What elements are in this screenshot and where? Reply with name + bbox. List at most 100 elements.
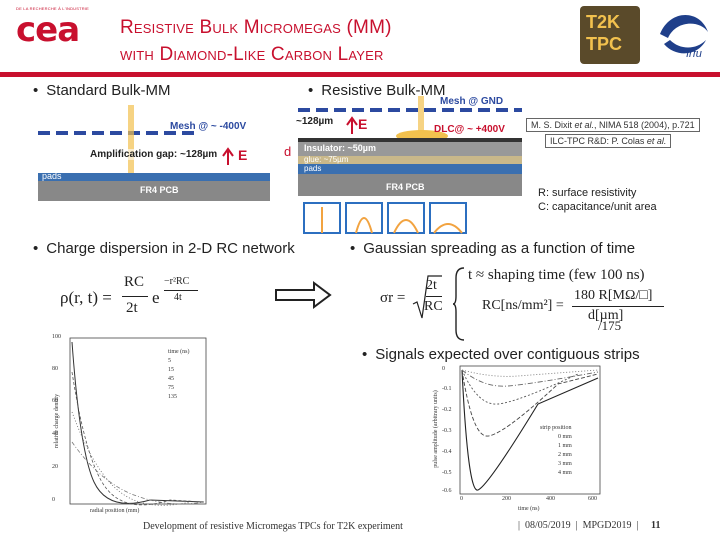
sigma-num: 2t [426, 278, 437, 293]
ref1-suffix: , NIMA 518 (2004), p.721 [594, 120, 695, 130]
footer-date: 08/05/2019 [525, 520, 571, 531]
irfu-swirl-icon [660, 14, 708, 54]
res-glue-label: glue: ~75µm [304, 155, 349, 164]
footer-conference: MPGD2019 [582, 520, 632, 531]
footer-meta: | 08/05/2019 | MPGD2019 | 11 [518, 520, 660, 531]
res-gap-label: ~128µm [296, 116, 334, 127]
plot2-xtick: 600 [588, 496, 597, 502]
eq-num: RC [124, 274, 145, 290]
eq-lhs: ρ(r, t) = [60, 288, 112, 307]
pulse-amplitude-svg [459, 365, 601, 495]
res-mesh-label: Mesh @ GND [440, 96, 504, 107]
res-dlc-label: DLC@ ~ +400V [434, 124, 505, 135]
bullet-resistive-bulk-mm: Resistive Bulk-MM [308, 82, 445, 99]
plot2-ylabel: pulse amplitude (arbitrary units) [433, 390, 439, 468]
plot2-ytick: -0.2 [442, 407, 452, 413]
res-pcb-label: FR4 PCB [386, 182, 425, 192]
implies-arrow-icon [274, 280, 332, 310]
plot2-xtick: 0 [460, 496, 463, 502]
plot1-ytick: 100 [52, 334, 61, 340]
plot1-xlabel: radial position (mm) [90, 508, 140, 514]
res-d-label: d [284, 144, 292, 159]
rc-tail: /175 [598, 318, 622, 333]
std-mesh-label: Mesh @ ~ -400V [170, 121, 247, 132]
footer-sep: | [518, 520, 526, 531]
res-field-label: E [358, 116, 368, 132]
plot1-ytick: 40 [52, 431, 58, 437]
resistive-bulkmm-svg [298, 96, 522, 196]
plot1-legend-item: 135 [168, 394, 177, 400]
resistive-bulkmm-diagram: Mesh @ GND ~128µm E DLC@ ~ +400V d Insul… [284, 96, 530, 200]
charge-dispersion-equation: ρ(r, t) = RC 2t e −r²RC 4t [60, 270, 260, 326]
implies-arrow-svg [275, 281, 332, 309]
standard-bulkmm-diagram: Mesh @ ~ -400V Amplification gap: ~128µm… [30, 105, 280, 205]
title-line-1: Resistive Bulk Micromegas (MM) [120, 17, 392, 38]
page-title: Resistive Bulk Micromegas (MM) with Diam… [120, 14, 392, 68]
reference-dixit: M. S. Dixit et al., NIMA 518 (2004), p.7… [526, 118, 700, 132]
rc-bar [572, 306, 664, 307]
pulse-spreading-svg [303, 202, 467, 234]
ref1-prefix: M. S. Dixit [531, 120, 575, 130]
std-field-label: E [238, 147, 248, 163]
footer-sep: | [631, 520, 652, 531]
rc-equation: RC[ns/mm²] = 180 R[MΩ/□] d[µm] /175 [482, 288, 682, 338]
ref2-prefix: ILC-TPC R&D: P. Colas [550, 136, 647, 146]
shaping-time-line: t ≈ shaping time (few 100 ns) [468, 267, 645, 283]
ref2-italic: et al. [646, 136, 667, 146]
plot1-yticks: 100 80 60 40 20 0 [52, 334, 70, 506]
sigma-lhs: σr = [380, 290, 406, 306]
footer-page-number: 11 [651, 520, 661, 531]
plot2-legend: strip position 0 mm 1 mm 2 mm 3 mm 4 mm [540, 424, 572, 478]
bullet-standard-bulk-mm: Standard Bulk-MM [33, 82, 170, 99]
bullet-signals-expected: Signals expected over contiguous strips [362, 346, 639, 363]
reference-colas: ILC-TPC R&D: P. Colas et al. [545, 134, 672, 148]
pulse-spreading-illustration [302, 201, 472, 235]
plot1-legend-item: 5 [168, 358, 171, 364]
plot1-ylabel: relative charge density [54, 393, 60, 449]
footer-title: Development of resistive Micromegas TPCs… [143, 521, 403, 532]
t2k-logo-text: T2K [586, 12, 621, 32]
std-pcb-label: FR4 PCB [140, 185, 179, 195]
plot1-legend-item: 45 [168, 376, 174, 382]
sqrt-sign-svg [412, 275, 442, 319]
eq-e: e [152, 288, 160, 307]
std-pads-label: pads [42, 171, 62, 181]
plot2-legend-title: strip position [540, 425, 572, 431]
res-insulator-label: Insulator: ~50µm [304, 143, 376, 153]
sigma-sqrt-icon [412, 274, 442, 322]
rc-lhs: RC[ns/mm²] = [482, 298, 564, 313]
bullet-charge-dispersion: Charge dispersion in 2-D RC network [33, 240, 294, 257]
eq-exp-bar [164, 290, 198, 291]
cea-logo-tagline: DE LA RECHERCHE À L'INDUSTRIE [16, 6, 90, 11]
plot2-legend-item: 4 mm [558, 470, 572, 476]
eq-exp-den: 4t [174, 292, 182, 303]
plot2-legend-item: 0 mm [558, 434, 572, 440]
plot1-ytick: 0 [52, 497, 55, 503]
plot1-ytick: 80 [52, 366, 58, 372]
charge-density-plot: 100 80 60 40 20 0 relative charge densit… [50, 332, 210, 518]
brace-icon [452, 266, 466, 342]
note-capacitance: C: capacitance/unit area [538, 201, 657, 213]
res-pads-label: pads [304, 164, 322, 173]
tpc-logo-text: TPC [586, 34, 622, 54]
note-surface-resistivity: R: surface resistivity [538, 187, 637, 199]
plot2-ytick: -0.3 [442, 428, 452, 434]
plot2-ytick: -0.1 [442, 386, 452, 392]
eq-exp-num: −r²RC [164, 276, 190, 287]
plot1-legend-item: 75 [168, 385, 174, 391]
cea-logo: DE LA RECHERCHE À L'INDUSTRIE cea [16, 6, 96, 56]
pulse-amplitude-plot: 0 -0.1 -0.2 -0.3 -0.4 -0.5 -0.6 pulse am… [428, 364, 604, 516]
sigma-den: RC [424, 299, 443, 314]
brace-svg [452, 267, 465, 341]
plot2-ytick: -0.4 [442, 449, 452, 455]
eq-den: 2t [126, 300, 138, 316]
plot1-legend-title: time (ns) [168, 349, 190, 355]
bullet-gaussian-spreading: Gaussian spreading as a function of time [350, 240, 635, 257]
plot2-ytick: -0.5 [442, 470, 452, 476]
plot2-ytick: -0.6 [442, 488, 452, 494]
charge-density-svg [69, 337, 207, 506]
plot2-xlabel: time (ns) [518, 506, 540, 512]
standard-bulkmm-svg [38, 105, 270, 201]
plot2-xtick: 200 [502, 496, 511, 502]
ref1-italic: et al. [574, 120, 595, 130]
